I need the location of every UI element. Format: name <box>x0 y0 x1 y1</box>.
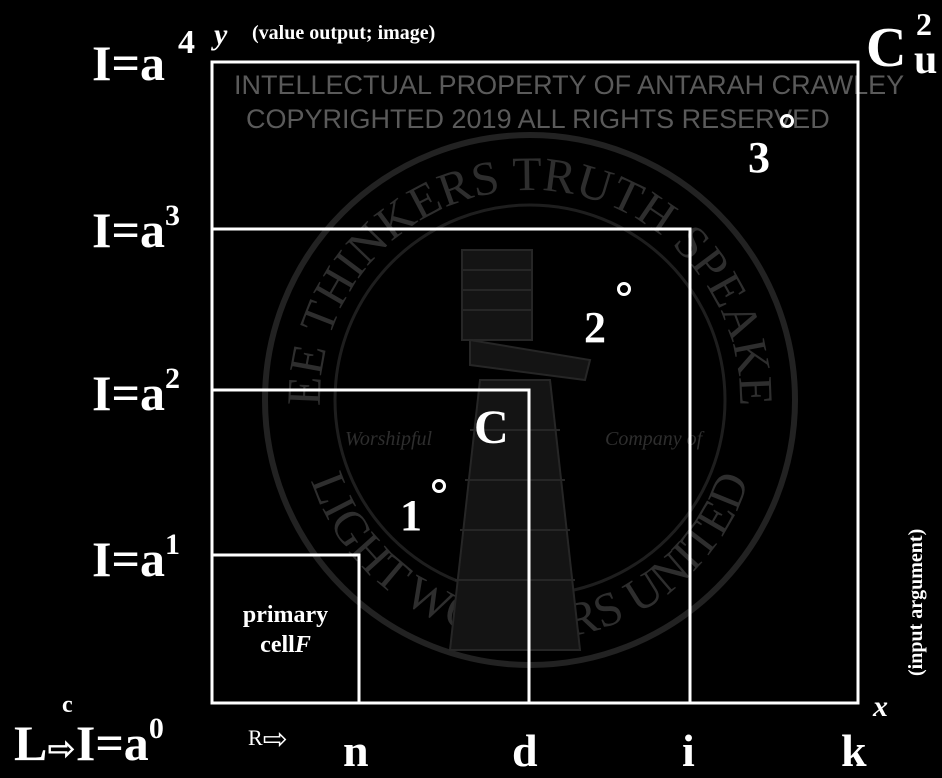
y-level-a4: I=a <box>92 38 165 88</box>
x-axis-label: (input argument) <box>905 529 928 676</box>
point-3-marker <box>780 114 794 128</box>
origin-prefix-sup: c <box>62 692 73 719</box>
primary-cell-label: primary cellF <box>214 600 357 660</box>
y-axis-var: y <box>214 18 227 52</box>
y-level-a3: I=a3 <box>92 205 180 255</box>
y-level-a0: L⇨I=a0 <box>14 718 164 768</box>
x-tick-d: d <box>512 728 538 774</box>
y-top-exponent: 4 <box>178 24 195 62</box>
right-arrow-icon: ⇨ <box>47 729 76 769</box>
x-tick-k: k <box>841 728 867 774</box>
y-level-a2: I=a2 <box>92 368 180 418</box>
y-level-a1: I=a1 <box>92 534 180 584</box>
point-3-label: 3 <box>748 136 770 180</box>
x-start-label: R⇨ <box>248 722 288 757</box>
x-axis-var: x <box>873 690 888 724</box>
point-1-marker <box>432 479 446 493</box>
right-arrow-icon: ⇨ <box>263 722 288 757</box>
corner-letter: C <box>866 16 906 80</box>
x-tick-n: n <box>343 728 369 774</box>
point-2-label: 2 <box>584 306 606 350</box>
point-1-label: 1 <box>400 494 422 538</box>
corner-sub: u <box>914 36 937 84</box>
x-tick-i: i <box>682 728 695 774</box>
center-label: C <box>474 400 509 455</box>
point-2-marker <box>617 282 631 296</box>
y-axis-label: (value output; image) <box>252 22 435 45</box>
